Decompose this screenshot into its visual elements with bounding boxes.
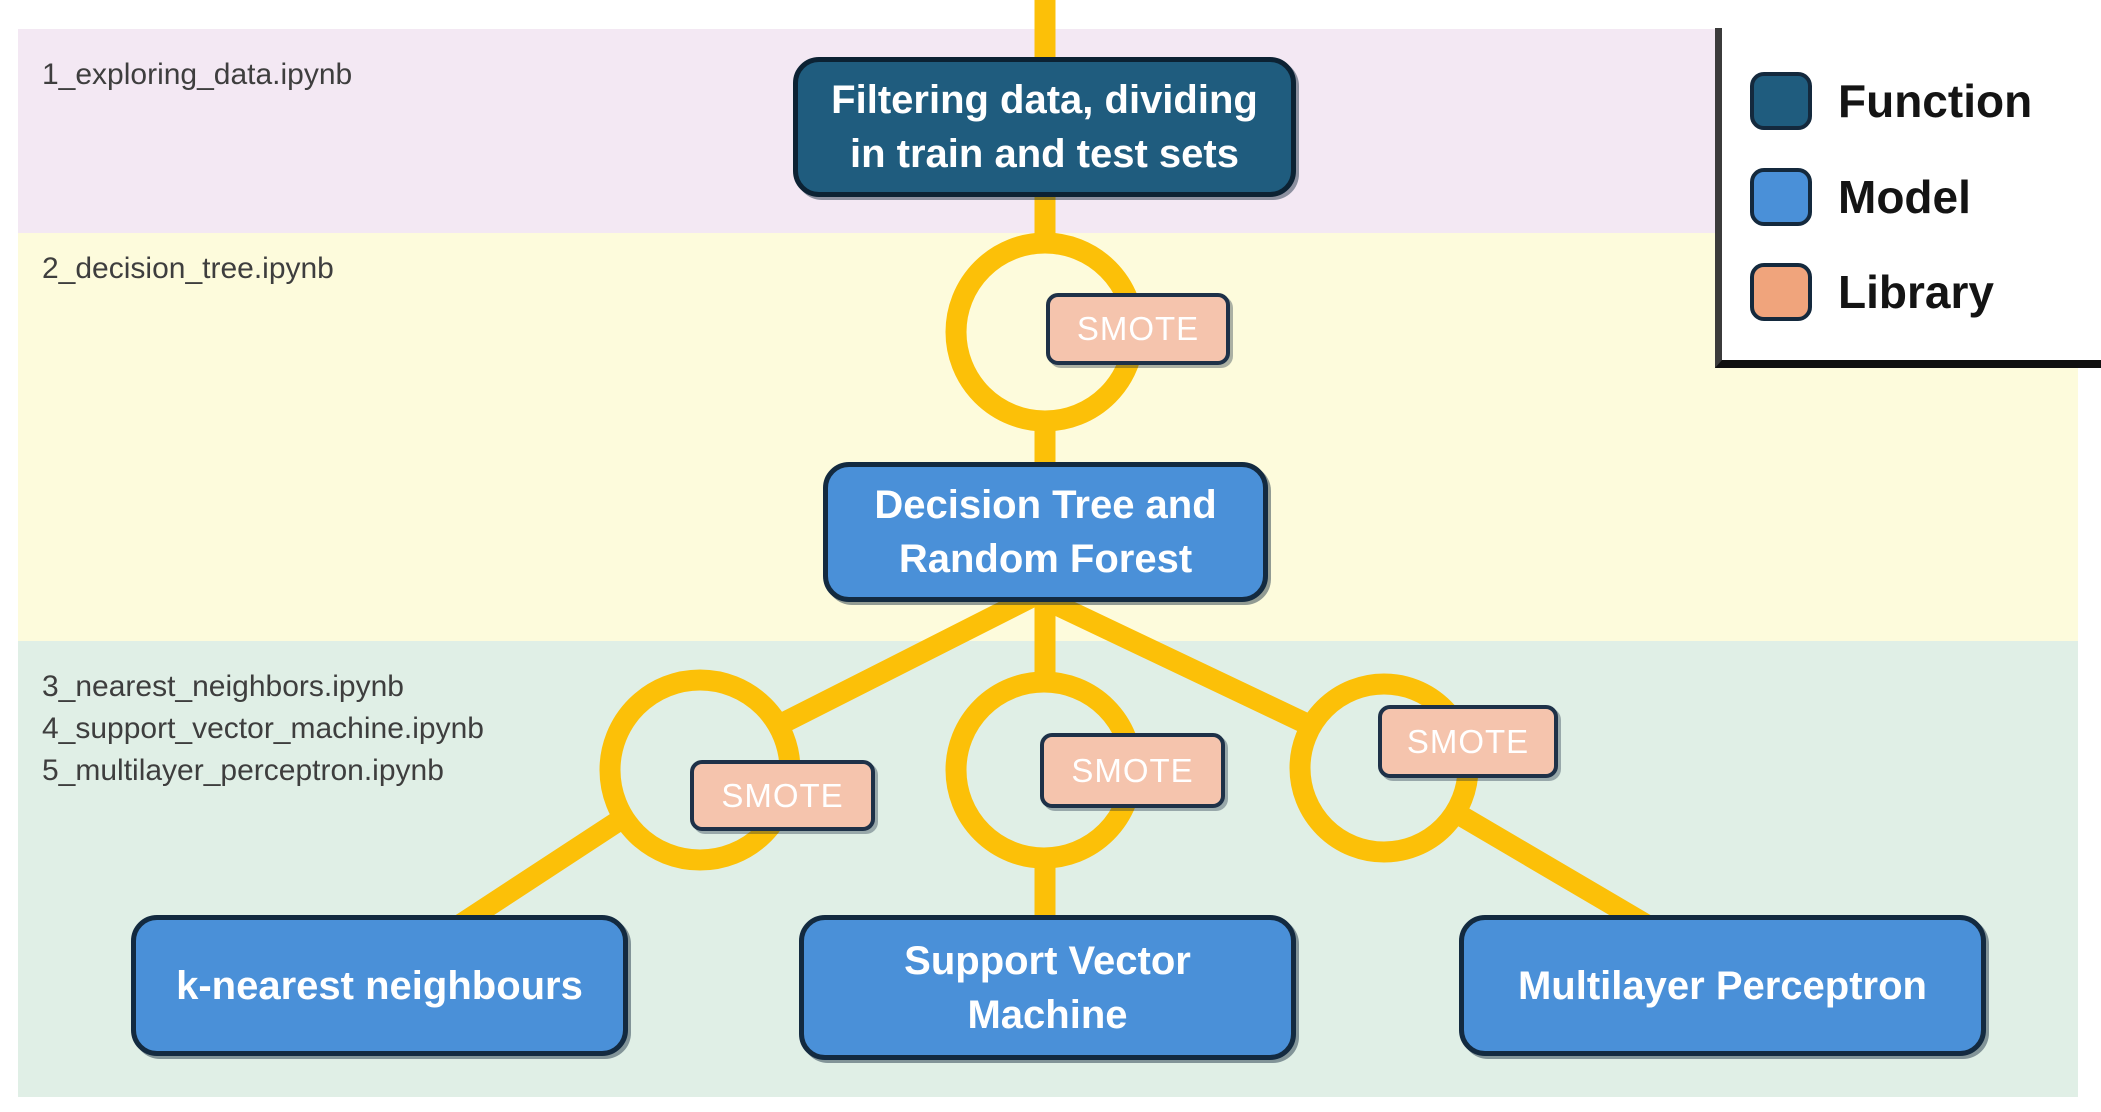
smote-box-2: SMOTE: [690, 760, 875, 831]
decision-tree-line-1: Decision Tree and: [874, 483, 1217, 527]
legend-label-function: Function: [1838, 75, 2033, 127]
notebook-label-exploring: 1_exploring_data.ipynb: [42, 58, 353, 91]
svm-line-1: Support Vector: [904, 938, 1191, 983]
svm-line-2: Machine: [967, 992, 1128, 1037]
filtering-line-1: Filtering data, dividing: [831, 78, 1258, 122]
smote-box-3: SMOTE: [1040, 733, 1225, 808]
smote-label-2: SMOTE: [721, 776, 844, 814]
decision-tree-line-2: Random Forest: [898, 537, 1193, 581]
function-swatch-icon: [1750, 72, 1812, 130]
legend-label-library: Library: [1838, 266, 1994, 318]
knn-model-box: k-nearest neighbours: [131, 915, 628, 1056]
decision-tree-model-box: Decision Tree and Random Forest: [823, 462, 1268, 602]
library-swatch-icon: [1750, 263, 1812, 321]
smote-label-1: SMOTE: [1076, 310, 1200, 347]
filtering-function-box: Filtering data, dividing in train and te…: [793, 57, 1296, 197]
connector-dt-to-left-circle: [774, 587, 1041, 733]
connector-left-circle-to-knn: [441, 809, 631, 941]
smote-box-1: SMOTE: [1046, 293, 1230, 365]
smote-label-4: SMOTE: [1406, 722, 1530, 760]
notebook-label-decision-tree: 2_decision_tree.ipynb: [42, 252, 334, 285]
mlp-model-box: Multilayer Perceptron: [1459, 915, 1986, 1056]
legend-label-model: Model: [1838, 171, 1971, 223]
legend-item-model: Model: [1750, 168, 1971, 226]
connector-right-circle-to-mlp: [1447, 803, 1663, 939]
knn-label: k-nearest neighbours: [176, 963, 583, 1008]
notebook-label-nearest-neighbors: 3_nearest_neighbors.ipynb: [42, 670, 404, 703]
smote-label-3: SMOTE: [1071, 751, 1194, 789]
notebook-label-multilayer-perceptron: 5_multilayer_perceptron.ipynb: [42, 754, 444, 787]
notebook-label-support-vector-machine: 4_support_vector_machine.ipynb: [42, 712, 484, 745]
connector-dt-to-right-circle: [1031, 587, 1318, 735]
notebook-label-group: 3_nearest_neighbors.ipynb 4_support_vect…: [42, 666, 484, 792]
svm-model-box: Support Vector Machine: [799, 915, 1296, 1060]
legend-item-library: Library: [1750, 263, 1994, 321]
smote-box-4: SMOTE: [1378, 705, 1558, 778]
filtering-line-2: in train and test sets: [850, 132, 1239, 176]
legend-item-function: Function: [1750, 72, 2032, 130]
model-swatch-icon: [1750, 168, 1812, 226]
legend: Function Model Library: [1715, 28, 2101, 368]
mlp-label: Multilayer Perceptron: [1517, 963, 1927, 1008]
